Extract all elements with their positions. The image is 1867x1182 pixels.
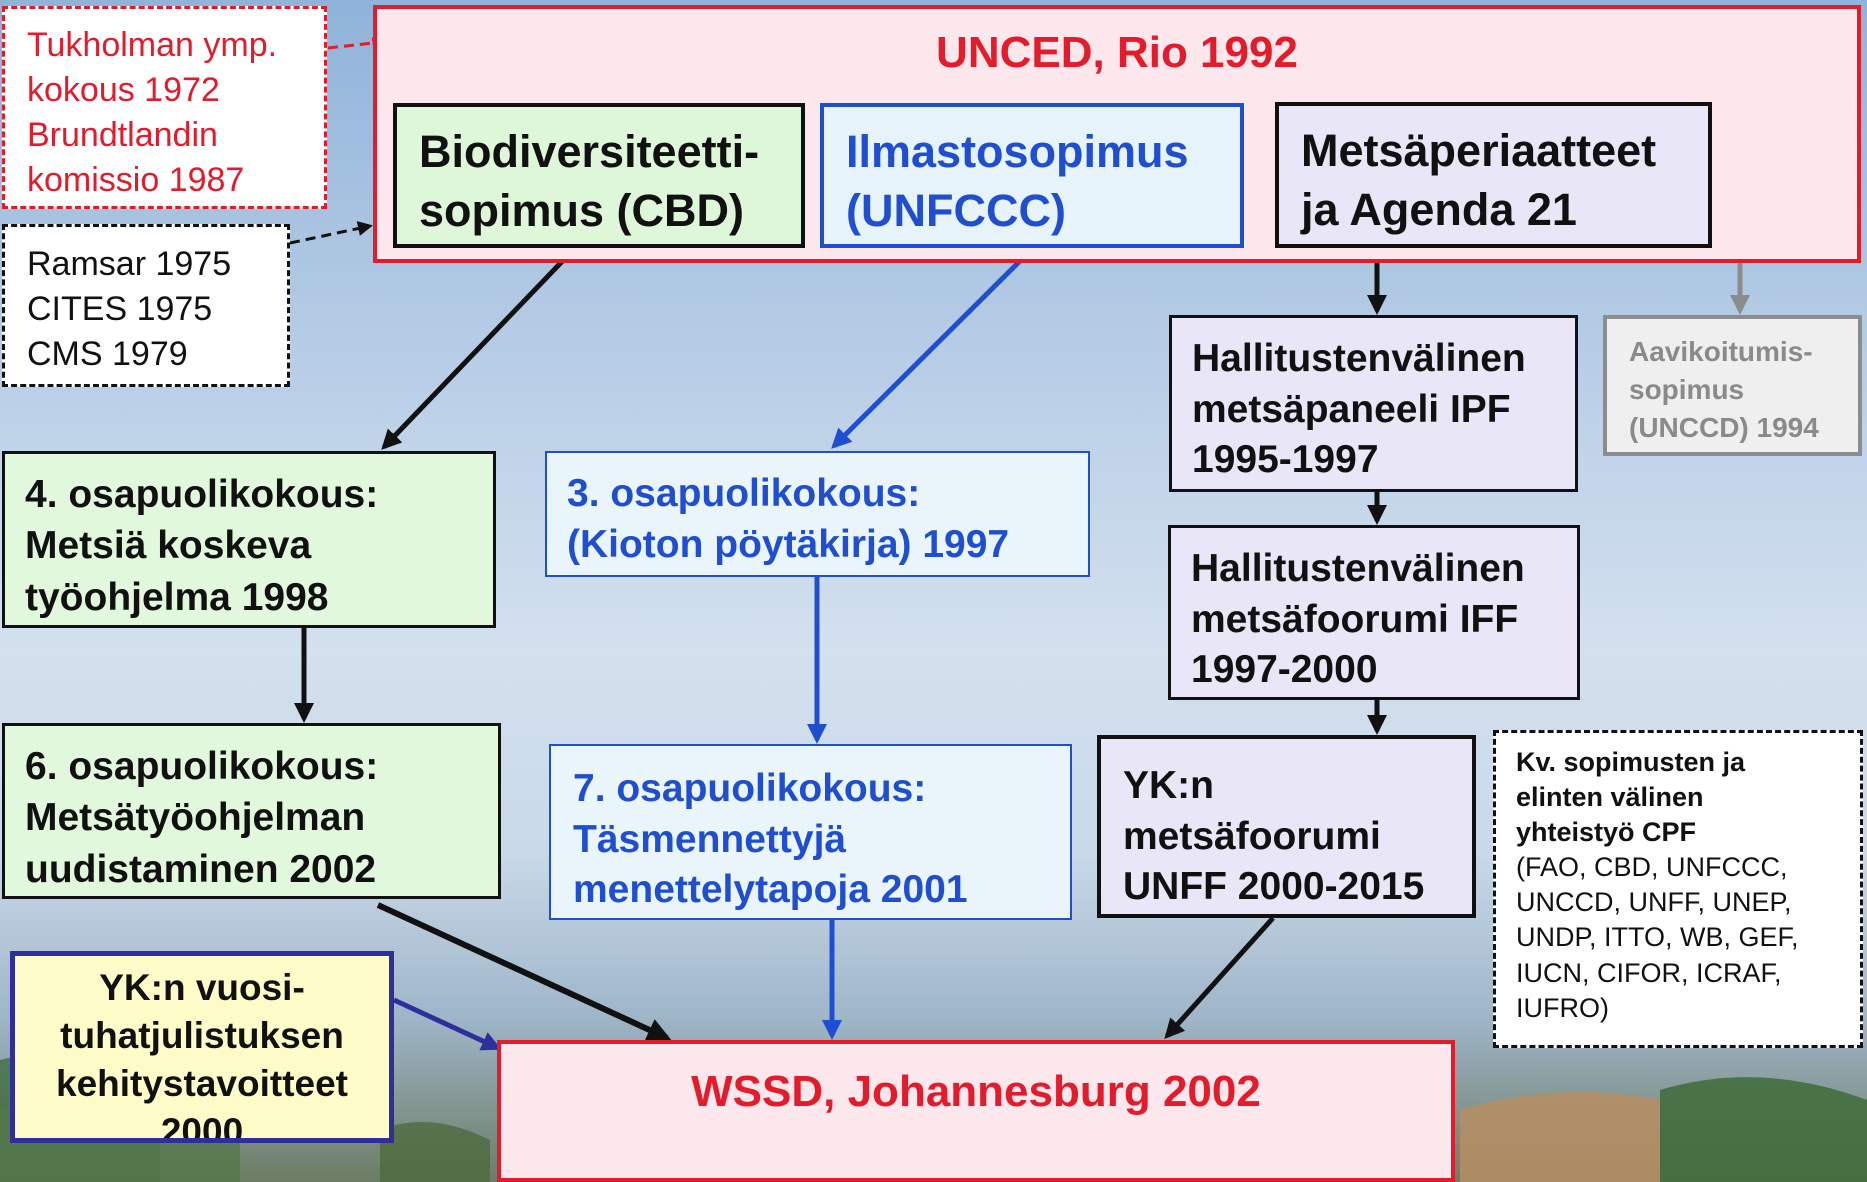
unfccc-box: Ilmastosopimus (UNFCCC)	[820, 103, 1244, 248]
ramsar-cites-cms-box: Ramsar 1975 CITES 1975 CMS 1979	[2, 224, 290, 387]
iff-line-1: Hallitustenvälinen	[1191, 547, 1525, 590]
metsaperiaatteet-box: Metsäperiaatteet ja Agenda 21	[1275, 102, 1712, 248]
ramsar-line-3: CMS 1979	[27, 334, 188, 373]
kyoto-line-1: 3. osapuolikokous:	[567, 472, 921, 515]
unff-line-1: YK:n	[1123, 764, 1214, 807]
cop7-line-2: Täsmennettyjä	[573, 817, 847, 861]
tukholma-line-4: komissio 1987	[27, 160, 245, 199]
cop6-line-3: uudistaminen 2002	[25, 847, 377, 891]
metsaperiaatteet-line-1: Metsäperiaatteet	[1301, 125, 1657, 176]
ramsar-line-2: CITES 1975	[27, 289, 213, 328]
tukholma-line-2: kokous 1972	[27, 70, 220, 109]
unccd-line-2: sopimus	[1629, 373, 1745, 405]
cop4-line-1: 4. osapuolikokous:	[25, 473, 379, 516]
unfccc-line-1: Ilmastosopimus	[846, 126, 1189, 177]
ipf-line-1: Hallitustenvälinen	[1192, 337, 1526, 380]
yk-goals-line-2: tuhatjulistuksen	[60, 1015, 344, 1057]
cop7-line-3: menettelytapoja 2001	[573, 868, 968, 912]
yk-millennium-goals-box: YK:n vuosi- tuhatjulistuksen kehitystavo…	[10, 951, 394, 1143]
unced-title: UNCED, Rio 1992	[936, 28, 1298, 77]
cpf-members-line-4: IUCN, CIFOR, ICRAF,	[1516, 957, 1782, 988]
ipf-box: Hallitustenvälinen metsäpaneeli IPF 1995…	[1169, 315, 1578, 492]
cpf-bold-line-1: Kv. sopimusten ja	[1516, 747, 1746, 777]
tukholma-brundtland-box: Tukholman ymp. kokous 1972 Brundtlandin …	[2, 6, 327, 209]
unfccc-cop7-box: 7. osapuolikokous: Täsmennettyjä menette…	[549, 744, 1072, 920]
unff-line-3: UNFF 2000-2015	[1123, 865, 1425, 909]
cop6-line-2: Metsätyöohjelman	[25, 796, 366, 840]
tukholma-line-3: Brundtlandin	[27, 115, 218, 154]
cbd-cop6-box: 6. osapuolikokous: Metsätyöohjelman uudi…	[2, 723, 501, 899]
ipf-line-2: metsäpaneeli IPF	[1192, 387, 1511, 431]
wssd-title: WSSD, Johannesburg 2002	[691, 1067, 1261, 1116]
cpf-box: Kv. sopimusten ja elinten välinen yhteis…	[1493, 730, 1863, 1048]
iff-box: Hallitustenvälinen metsäfoorumi IFF 1997…	[1168, 525, 1580, 700]
iff-line-2: metsäfoorumi IFF	[1191, 597, 1519, 641]
cop4-line-2: Metsiä koskeva	[25, 524, 312, 568]
iff-line-3: 1997-2000	[1191, 648, 1378, 692]
cpf-members-line-2: UNCCD, UNFF, UNEP,	[1516, 887, 1792, 918]
unff-box: YK:n metsäfoorumi UNFF 2000-2015	[1097, 735, 1476, 918]
yk-goals-line-4: 2000	[160, 1111, 244, 1143]
unfccc-line-2: (UNFCCC)	[846, 184, 1066, 236]
unccd-box: Aavikoitumis- sopimus (UNCCD) 1994	[1603, 315, 1862, 456]
cpf-bold-line-2: elinten välinen	[1516, 782, 1704, 813]
ramsar-line-1: Ramsar 1975	[27, 245, 232, 283]
unff-line-2: metsäfoorumi	[1123, 814, 1381, 858]
cpf-members-line-5: IUFRO)	[1516, 992, 1609, 1023]
cbd-line-1: Biodiversiteetti-	[419, 126, 760, 177]
cbd-cop4-box: 4. osapuolikokous: Metsiä koskeva työohj…	[2, 451, 496, 628]
kyoto-line-2: (Kioton pöytäkirja) 1997	[567, 522, 1010, 566]
metsaperiaatteet-line-2: ja Agenda 21	[1301, 183, 1577, 235]
tukholma-line-1: Tukholman ymp.	[27, 26, 278, 64]
cop4-line-3: työohjelma 1998	[25, 575, 329, 619]
cbd-box: Biodiversiteetti- sopimus (CBD)	[393, 103, 805, 248]
unccd-line-3: (UNCCD) 1994	[1629, 411, 1819, 443]
ipf-line-3: 1995-1997	[1192, 438, 1379, 482]
unfccc-cop3-kyoto-box: 3. osapuolikokous: (Kioton pöytäkirja) 1…	[545, 451, 1090, 577]
unccd-line-1: Aavikoitumis-	[1629, 336, 1813, 367]
cpf-members-line-1: (FAO, CBD, UNFCCC,	[1516, 852, 1788, 883]
yk-goals-line-1: YK:n vuosi-	[99, 967, 305, 1008]
cpf-bold-line-3: yhteistyö CPF	[1516, 817, 1697, 848]
cop6-line-1: 6. osapuolikokous:	[25, 745, 379, 788]
yk-goals-line-3: kehitystavoitteet	[56, 1063, 348, 1105]
cbd-line-2: sopimus (CBD)	[419, 184, 744, 236]
cpf-members-line-3: UNDP, ITTO, WB, GEF,	[1516, 922, 1799, 953]
wssd-johannesburg-box: WSSD, Johannesburg 2002	[497, 1040, 1455, 1182]
cop7-line-1: 7. osapuolikokous:	[573, 767, 927, 810]
